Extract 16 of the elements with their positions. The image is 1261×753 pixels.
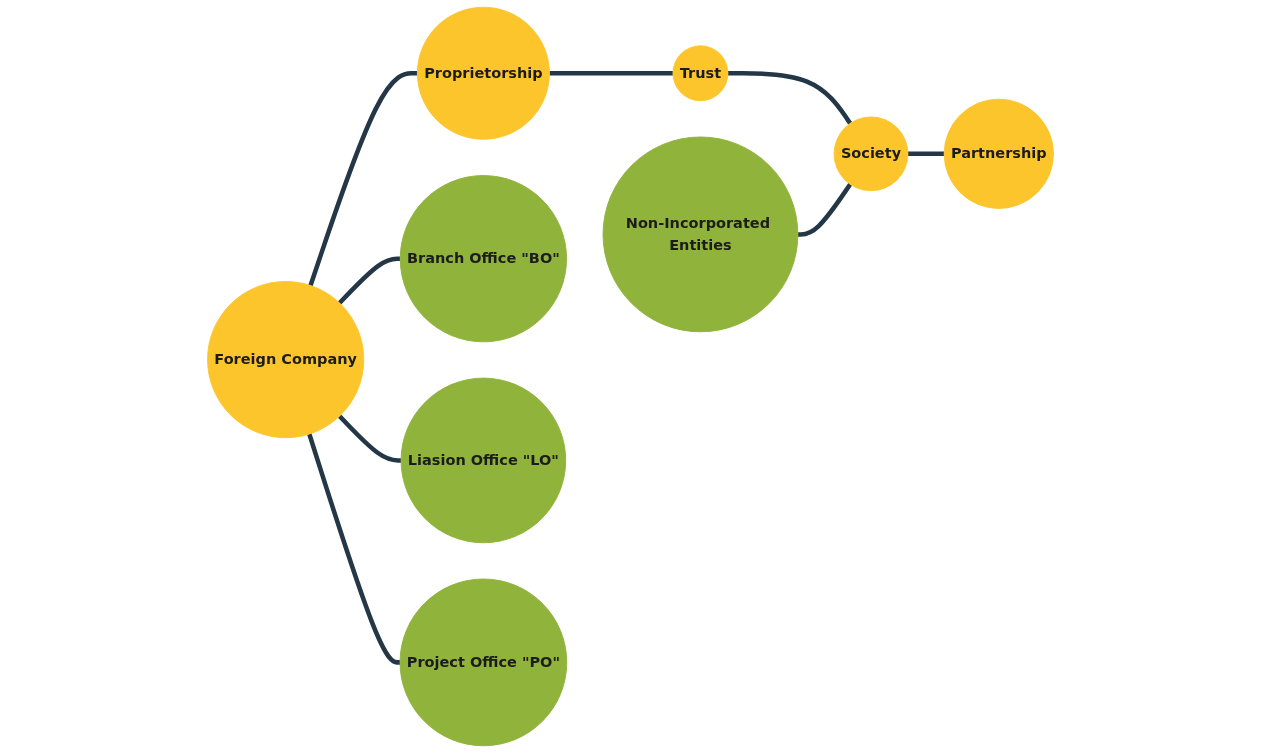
connector — [337, 414, 402, 463]
connector — [727, 71, 853, 125]
node-circle: Proprietorship — [416, 6, 550, 140]
node-circle: Society — [833, 116, 909, 192]
node-circle: Liasion Office "LO" — [400, 377, 567, 544]
connector — [907, 151, 945, 157]
connector — [308, 71, 418, 287]
node-circle: Branch Office "BO" — [399, 175, 567, 343]
node-circle: Trust — [672, 45, 729, 102]
node-circle: Foreign Company — [207, 281, 365, 439]
node-circle: Project Office "PO" — [399, 578, 568, 747]
node-circle: Partnership — [943, 98, 1054, 209]
connector — [337, 256, 401, 305]
node-circle: Non-Incorporated Entities — [602, 136, 799, 333]
connector — [797, 183, 853, 237]
connector — [549, 71, 673, 76]
